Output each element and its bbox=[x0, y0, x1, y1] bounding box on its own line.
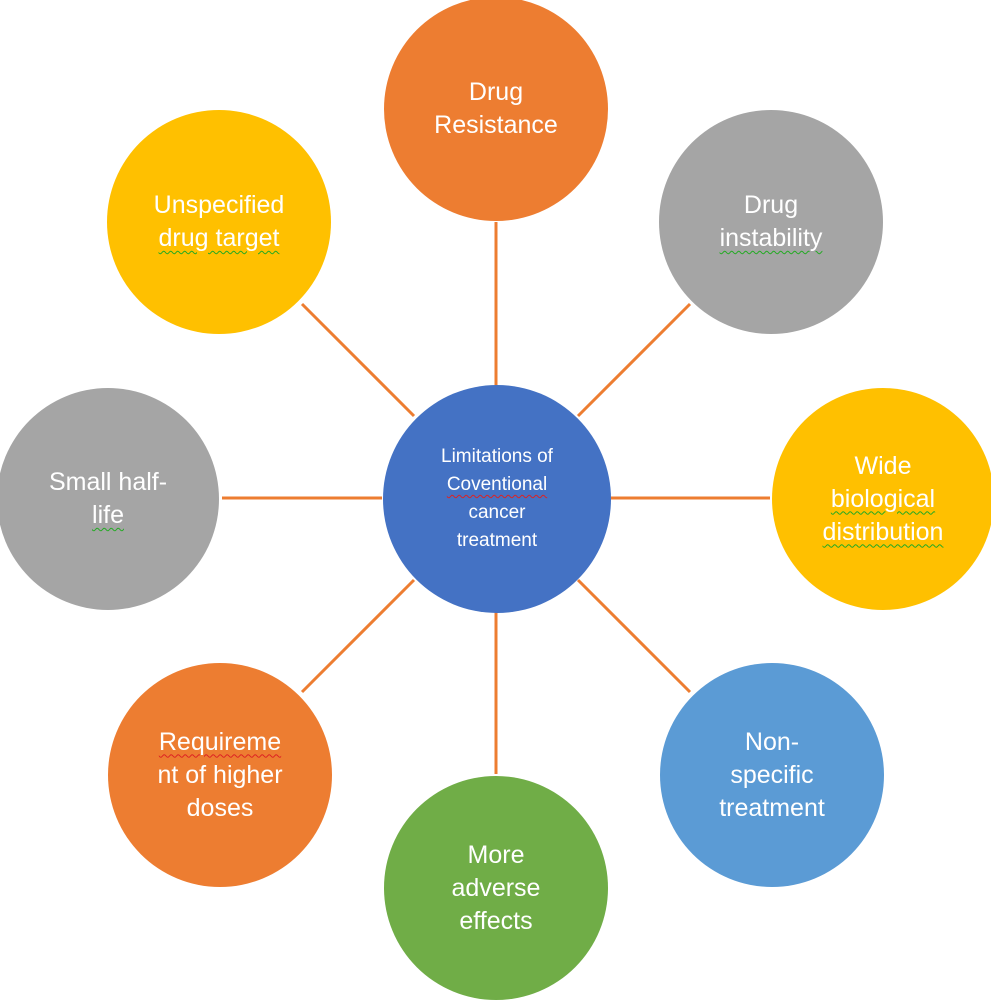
node-label-line: effects bbox=[459, 906, 533, 935]
node-requirement-of-higher-doses: Requireme nt of higher doses bbox=[108, 663, 332, 887]
node-label-line: adverse bbox=[451, 873, 541, 902]
node-label-line: Drug bbox=[743, 191, 799, 219]
node-non-specific-treatment: Non- specific treatment bbox=[660, 663, 884, 887]
node-label-line: Requireme bbox=[158, 727, 282, 756]
node-unspecified-drug-target: Unspecified drug target bbox=[107, 110, 331, 334]
node-label-line: Wide bbox=[854, 451, 912, 480]
connector-drug-instability bbox=[576, 302, 692, 418]
node-label-line: More bbox=[467, 840, 525, 869]
node-label-line: distribution bbox=[822, 517, 944, 546]
node-small-half-life: Small half- life bbox=[0, 388, 219, 610]
node-label-line: treatment bbox=[719, 793, 825, 822]
node-label-line: biological bbox=[830, 484, 936, 513]
node-label-line: Unspecified bbox=[153, 191, 285, 219]
node-label-line: Small half- bbox=[48, 468, 168, 496]
node-more-adverse-effects: More adverse effects bbox=[384, 776, 608, 1000]
center-label-line: cancer bbox=[468, 502, 526, 523]
node-drug-resistance: Drug Resistance bbox=[384, 0, 608, 221]
center-label-line: Limitations of bbox=[441, 446, 553, 467]
center-label-line: treatment bbox=[456, 530, 538, 551]
node-label-line: nt of higher bbox=[157, 760, 283, 789]
center-label-line: Coventional bbox=[446, 474, 548, 495]
center-node: Limitations of Coventional cancer treatm… bbox=[383, 385, 611, 613]
node-label-line: life bbox=[92, 501, 124, 529]
node-label-line: drug target bbox=[158, 224, 280, 252]
node-label-line: doses bbox=[186, 793, 254, 822]
node-label-line: instability bbox=[719, 224, 823, 252]
connector-non-specific-treatment bbox=[576, 578, 692, 694]
connector-requirement-of-higher-doses bbox=[300, 578, 416, 694]
node-label-line: Non- bbox=[744, 727, 800, 756]
node-wide-biological-distribution: Wide biological distribution bbox=[772, 388, 991, 610]
node-label-line: specific bbox=[730, 760, 814, 789]
connector-unspecified-drug-target bbox=[300, 302, 416, 418]
node-drug-instability: Drug instability bbox=[659, 110, 883, 334]
node-label-line: Drug bbox=[468, 78, 524, 106]
node-label-line: Resistance bbox=[434, 111, 558, 139]
